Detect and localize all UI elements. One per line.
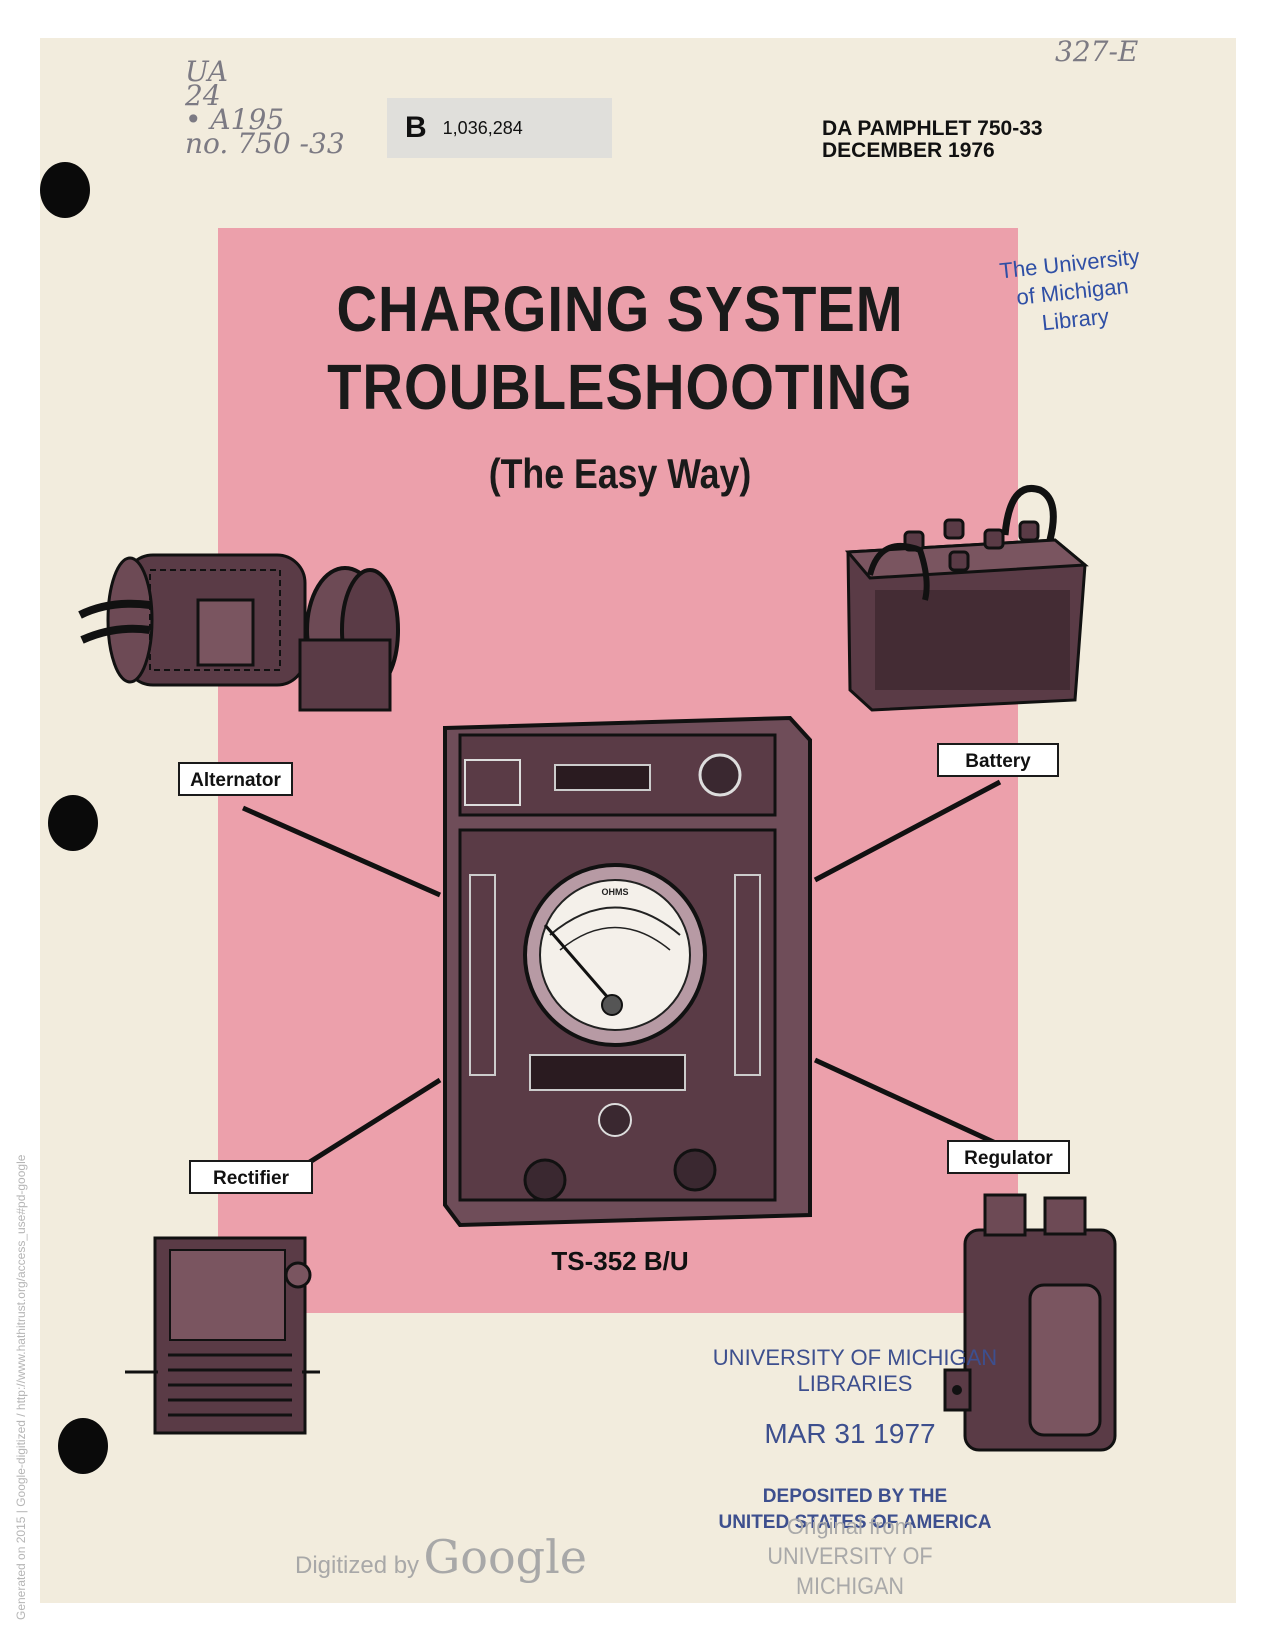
university-receipt-stamp: UNIVERSITY OF MICHIGAN LIBRARIES	[712, 1345, 998, 1396]
handwritten-corner-note: 327-E	[1055, 35, 1139, 68]
alternator-label: Alternator	[178, 762, 293, 796]
battery-illustration	[844, 485, 1089, 712]
deposited-stamp: DEPOSITED BY THE UNITED STATES OF AMERIC…	[718, 1486, 992, 1533]
barcode-label: B 1,036,284	[387, 98, 612, 158]
binder-hole	[48, 795, 98, 851]
rectifier-label: Rectifier	[189, 1160, 313, 1194]
regulator-illustration	[943, 1193, 1117, 1452]
publication-date: DECEMBER 1976	[822, 139, 995, 162]
receipt-date: MAR 31 1977	[764, 1418, 936, 1449]
rectifier-illustration	[125, 1236, 320, 1435]
binder-hole	[40, 162, 90, 218]
binder-hole	[58, 1418, 108, 1474]
connector-lines	[241, 779, 1002, 1168]
meter-model-label: TS-352 B/U	[551, 1246, 689, 1276]
original-from-watermark: Original from UNIVERSITY OF MICHIGAN	[767, 1514, 933, 1600]
multimeter-illustration	[443, 715, 812, 1228]
barcode-number: 1,036,284	[442, 117, 523, 138]
handwritten-call-number: UA 24 • A195 no. 750 -33	[185, 55, 345, 160]
battery-label: Battery	[937, 743, 1059, 777]
side-watermark: Generated on 2015 | Google-digitized / h…	[14, 1154, 28, 1620]
page-title: CHARGING SYSTEM TROUBLESHOOTING	[327, 273, 913, 423]
pamphlet-number: DA PAMPHLET 750-33	[822, 117, 1043, 140]
subtitle: (The Easy Way)	[488, 450, 752, 497]
meter-dial-label: OHMS	[602, 887, 629, 897]
alternator-illustration	[78, 553, 400, 712]
publication-info: DA PAMPHLET 750-33 DECEMBER 1976	[822, 118, 1043, 162]
regulator-label: Regulator	[947, 1140, 1070, 1174]
google-watermark: Digitized by Google	[295, 1530, 588, 1584]
barcode-letter: B	[405, 111, 427, 144]
